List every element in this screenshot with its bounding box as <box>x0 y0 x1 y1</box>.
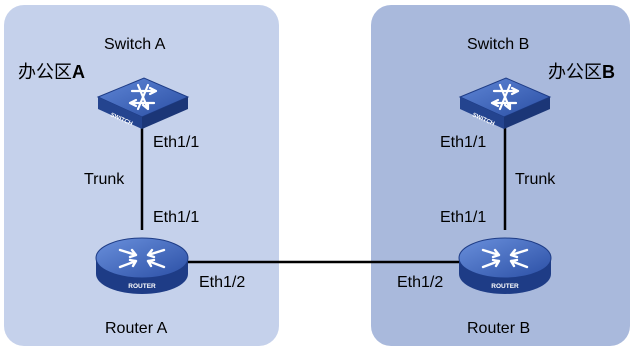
router-b-port-up: Eth1/1 <box>440 209 486 226</box>
office-a-letter: A <box>72 62 85 82</box>
router-b-icon-text: ROUTER <box>491 283 519 290</box>
trunk-a-label: Trunk <box>84 171 125 188</box>
router-a-icon-text: ROUTER <box>128 283 156 290</box>
switch-a-port: Eth1/1 <box>153 134 199 151</box>
office-a-name: 办公区 <box>18 62 72 83</box>
router-a-name: Router A <box>105 320 168 337</box>
router-b-icon[interactable]: ROUTER <box>458 237 552 294</box>
router-a-port-link: Eth1/2 <box>199 274 245 291</box>
switch-b-port: Eth1/1 <box>440 134 486 151</box>
office-b-label: 办公区B <box>548 62 615 83</box>
router-a-port-up: Eth1/1 <box>153 209 199 226</box>
switch-b-name: Switch B <box>467 36 529 53</box>
office-b-letter: B <box>602 62 615 82</box>
router-b-name: Router B <box>467 320 530 337</box>
router-b-port-link: Eth1/2 <box>397 274 443 291</box>
trunk-b-label: Trunk <box>515 171 556 188</box>
router-a-icon[interactable]: ROUTER <box>95 237 189 294</box>
office-b-region <box>371 5 630 346</box>
switch-a-name: Switch A <box>104 36 166 53</box>
office-a-label: 办公区A <box>18 62 85 83</box>
office-b-name: 办公区 <box>548 62 602 83</box>
